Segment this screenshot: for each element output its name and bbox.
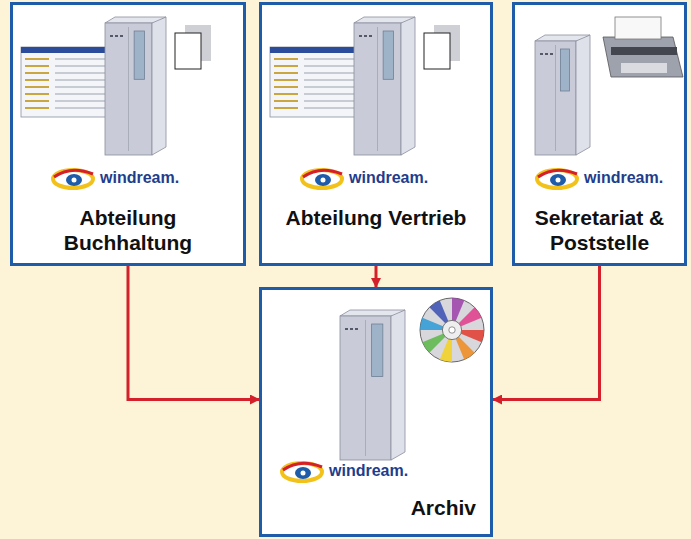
logo-mark (300, 165, 346, 191)
server-illustration (515, 5, 690, 195)
server-illustration (262, 5, 496, 195)
logo-mark (535, 165, 581, 191)
windream-logo: windream. (535, 165, 663, 191)
department-name: Abteilung Buchhaltung (21, 205, 235, 255)
department-name: Archiv (411, 495, 476, 520)
department-box: windream.Archiv (259, 287, 493, 537)
flow-arrow (493, 266, 600, 400)
department-name: Abteilung Vertrieb (270, 205, 482, 230)
department-box: windream. Abteilung Buchhaltung (10, 2, 246, 266)
windream-logo: windream. (300, 165, 428, 191)
server-illustration (262, 290, 496, 480)
department-name: Sekretariat & Poststelle (523, 205, 676, 255)
windream-logo: windream. (51, 165, 179, 191)
logo-text: windream. (349, 169, 428, 187)
flow-arrow (375, 266, 378, 287)
logo-text: windream. (584, 169, 663, 187)
flow-arrow (128, 266, 259, 400)
department-box: windream. Abteilung Vertrieb (259, 2, 493, 266)
logo-text: windream. (329, 462, 408, 480)
logo-mark (51, 165, 97, 191)
department-box: windream. Sekretariat & Poststelle (512, 2, 687, 266)
logo-mark (280, 458, 326, 484)
server-illustration (13, 5, 249, 195)
logo-text: windream. (100, 169, 179, 187)
windream-logo: windream. (280, 458, 408, 484)
